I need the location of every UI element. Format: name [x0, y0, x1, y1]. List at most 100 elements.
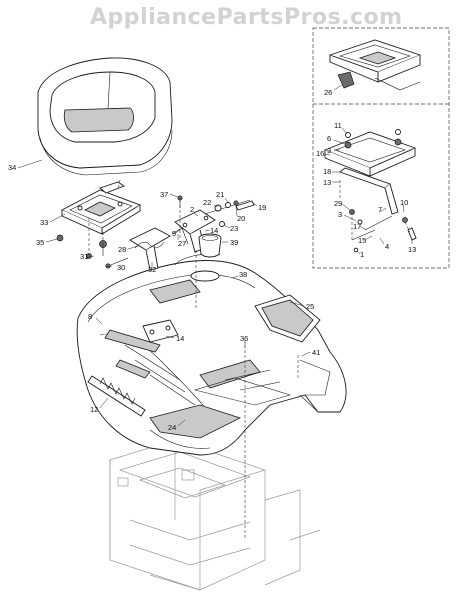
- callout-labels: 34 33 35 31 30 28 32 27: [8, 84, 416, 432]
- callout-8: 8: [88, 312, 103, 325]
- seat-mounting-plate: [60, 181, 142, 235]
- callout-label: 4: [385, 242, 389, 251]
- callout-label: 19: [258, 203, 266, 212]
- callout-label: 35: [36, 238, 44, 247]
- callout-label: 41: [312, 348, 320, 357]
- callout-label: 22: [203, 198, 211, 207]
- callout-7: 7: [378, 205, 387, 214]
- callout-4: 4: [379, 237, 389, 251]
- callout-20: 20: [235, 205, 245, 223]
- fender-body-pan: [76, 253, 347, 456]
- callout-23: 23: [223, 224, 238, 233]
- callout-22: 22: [203, 198, 219, 208]
- callout-32: 32: [148, 262, 156, 274]
- callout-16: 16: [316, 149, 331, 158]
- callout-35: 35: [36, 238, 58, 247]
- callout-12: 12: [90, 397, 109, 414]
- callout-13-upper: 13: [323, 178, 340, 187]
- callout-label: 33: [40, 218, 48, 227]
- callout-34: 34: [8, 159, 43, 172]
- callout-6: 6: [327, 134, 346, 145]
- callout-18: 18: [323, 167, 340, 176]
- callout-label: 2: [190, 205, 194, 214]
- callout-label: 32: [148, 265, 156, 274]
- callout-27: 27: [177, 234, 186, 248]
- callout-17: 17: [353, 222, 367, 231]
- fender-cover-plate: [254, 294, 321, 343]
- callout-15: 15: [358, 235, 373, 245]
- callout-label: 14: [176, 334, 184, 343]
- seat-spring-strip: [87, 375, 146, 417]
- callout-label: 1: [360, 250, 364, 259]
- callout-label: 36: [240, 334, 248, 343]
- callout-label: 26: [324, 88, 332, 97]
- assembly-lines: [88, 179, 299, 540]
- seat: [37, 57, 173, 176]
- callout-label: 8: [88, 312, 92, 321]
- callout-37: 37: [160, 190, 179, 199]
- callout-3-lower: 3: [338, 210, 357, 222]
- callout-36: 36: [240, 334, 248, 348]
- callout-30: 30: [105, 263, 125, 272]
- callout-label: 7: [378, 205, 382, 214]
- callout-25: 25: [289, 301, 314, 311]
- callout-label: 3: [327, 146, 331, 155]
- callout-label: 31: [80, 252, 88, 261]
- callout-label: 3: [338, 210, 342, 219]
- plate-hardware: [56, 234, 129, 269]
- callout-label: 16: [316, 149, 324, 158]
- callout-21: 21: [216, 190, 229, 204]
- callout-label: 21: [216, 190, 224, 199]
- chassis-frame: [109, 439, 321, 591]
- callout-31: 31: [80, 252, 95, 261]
- callout-label: 24: [168, 423, 176, 432]
- callout-14-lower: 14: [165, 334, 184, 343]
- callout-33: 33: [40, 213, 66, 227]
- callout-13-lower: 13: [408, 240, 416, 254]
- callout-10: 10: [400, 198, 408, 213]
- callout-9: 9: [172, 227, 183, 238]
- callout-label: 17: [353, 222, 361, 231]
- callout-label: 34: [8, 163, 16, 172]
- callout-29: 29: [334, 199, 351, 211]
- callout-label: 29: [334, 199, 342, 208]
- callout-24: 24: [168, 419, 186, 432]
- callout-3-upper: 3: [327, 146, 340, 155]
- callout-label: 25: [306, 302, 314, 311]
- callout-label: 27: [178, 239, 186, 248]
- inset-seat-plate: [328, 39, 422, 91]
- callout-38: 38: [231, 270, 247, 279]
- inset-slide-assembly: [323, 129, 417, 253]
- callout-28: 28: [118, 245, 139, 254]
- callout-label: 30: [117, 263, 125, 272]
- callout-label: 18: [323, 167, 331, 176]
- callout-label: 9: [172, 229, 176, 238]
- watermark-text: AppliancePartsPros.com: [90, 5, 403, 30]
- callout-2: 2: [190, 205, 199, 217]
- callout-label: 28: [118, 245, 126, 254]
- inset-box: [312, 27, 450, 269]
- fender-bracket: [142, 319, 179, 343]
- callout-41: 41: [301, 348, 320, 357]
- callout-label: 13: [408, 245, 416, 254]
- callout-label: 37: [160, 190, 168, 199]
- hardware-stack: [204, 199, 255, 227]
- callout-label: 14: [210, 226, 218, 235]
- callout-11: 11: [334, 121, 348, 135]
- callout-label: 13: [323, 178, 331, 187]
- callout-label: 39: [230, 238, 238, 247]
- callout-19: 19: [252, 202, 266, 212]
- callout-26: 26: [324, 84, 343, 97]
- cup-holder: [198, 233, 222, 258]
- callout-label: 38: [239, 270, 247, 279]
- callout-label: 6: [327, 134, 331, 143]
- callout-39: 39: [222, 238, 238, 247]
- callout-label: 10: [400, 198, 408, 207]
- callout-label: 23: [230, 224, 238, 233]
- callout-label: 20: [237, 214, 245, 223]
- callout-14-upper: 14: [204, 226, 218, 235]
- callout-label: 11: [334, 121, 342, 130]
- callout-1: 1: [356, 250, 364, 259]
